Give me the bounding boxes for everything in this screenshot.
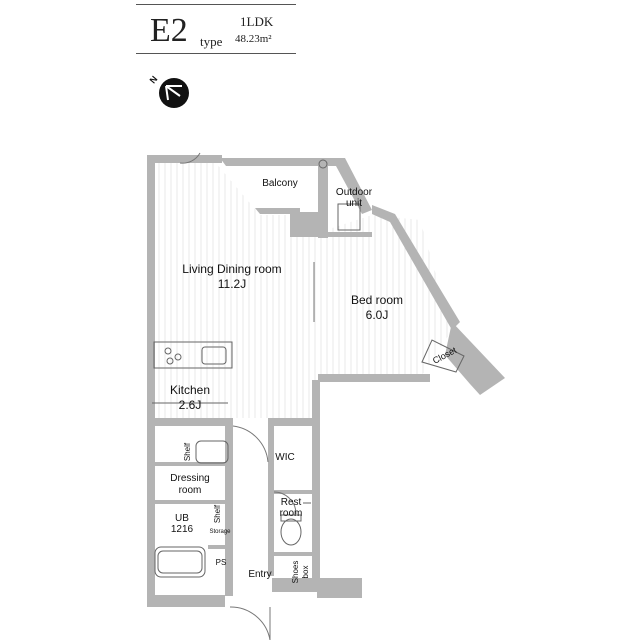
bathtub-inner: [157, 550, 203, 574]
shelf-label: Shelf: [183, 442, 192, 461]
dressing-room-label-2: room: [179, 485, 202, 496]
walls: [147, 155, 505, 607]
restroom-door-swing: [273, 491, 297, 515]
outdoor-unit-label: Outdoor: [336, 187, 373, 198]
pipe-space-label: PS: [216, 558, 227, 567]
balcony-label: Balcony: [262, 178, 298, 189]
plan-type-label: E2: [150, 12, 188, 49]
shoes-box-label: Shoes: [291, 561, 300, 584]
fixtures: [152, 159, 465, 578]
doors: [179, 152, 315, 640]
unit-bath-label: UB: [175, 513, 189, 524]
outdoor-unit-box: [337, 203, 361, 231]
stove-burner: [166, 357, 174, 365]
kitchen-sink: [201, 346, 227, 365]
ldk-name: Living Dining room: [182, 262, 281, 276]
toilet-tank: [280, 514, 302, 522]
drain-icon: [318, 159, 328, 169]
balcony-door-swing: [179, 152, 201, 164]
header-top-rule: [136, 4, 296, 5]
plan-header: E2 type 1LDK 48.23m²: [136, 4, 296, 54]
dressing-room-label: Dressing: [170, 473, 209, 484]
kitchen-name: Kitchen: [170, 383, 210, 397]
ldk-size: 11.2J: [218, 277, 246, 291]
front-door-swing: [229, 606, 271, 640]
unit-bath-size: 1216: [171, 524, 194, 535]
closet-box: [421, 339, 465, 373]
compass-north-letter: N: [148, 74, 160, 85]
bedroom-size: 6.0J: [366, 308, 389, 322]
layout-code: 1LDK: [240, 14, 274, 29]
header-bottom-rule: [136, 53, 296, 54]
restroom-label-2: room: [280, 508, 303, 519]
entry-door-swing: [232, 425, 269, 463]
bathtub: [154, 546, 206, 578]
north-compass-icon: N: [148, 74, 189, 108]
floor-area: 48.23m²: [235, 33, 272, 45]
wash-basin: [195, 440, 229, 464]
storage-label: Storage: [209, 529, 231, 535]
plan-type-suffix: type: [200, 34, 223, 49]
kitchen-size: 2.6J: [179, 398, 202, 412]
bath-shelf-label: Shelf: [213, 504, 222, 523]
restroom-label: Rest: [281, 497, 302, 508]
stove-burner: [164, 347, 172, 355]
entry-label: Entry: [248, 569, 271, 580]
shoes-box-label-2: box: [301, 566, 310, 579]
kitchen-counter: [153, 341, 233, 369]
toilet-bowl: [280, 518, 302, 546]
outdoor-unit-label-2: unit: [346, 198, 362, 209]
room-labels: Balcony Outdoor unit Living Dining room …: [170, 178, 459, 583]
stove-burner: [174, 353, 182, 361]
bedroom-name: Bed room: [351, 293, 403, 307]
wic-label: WIC: [275, 452, 294, 463]
